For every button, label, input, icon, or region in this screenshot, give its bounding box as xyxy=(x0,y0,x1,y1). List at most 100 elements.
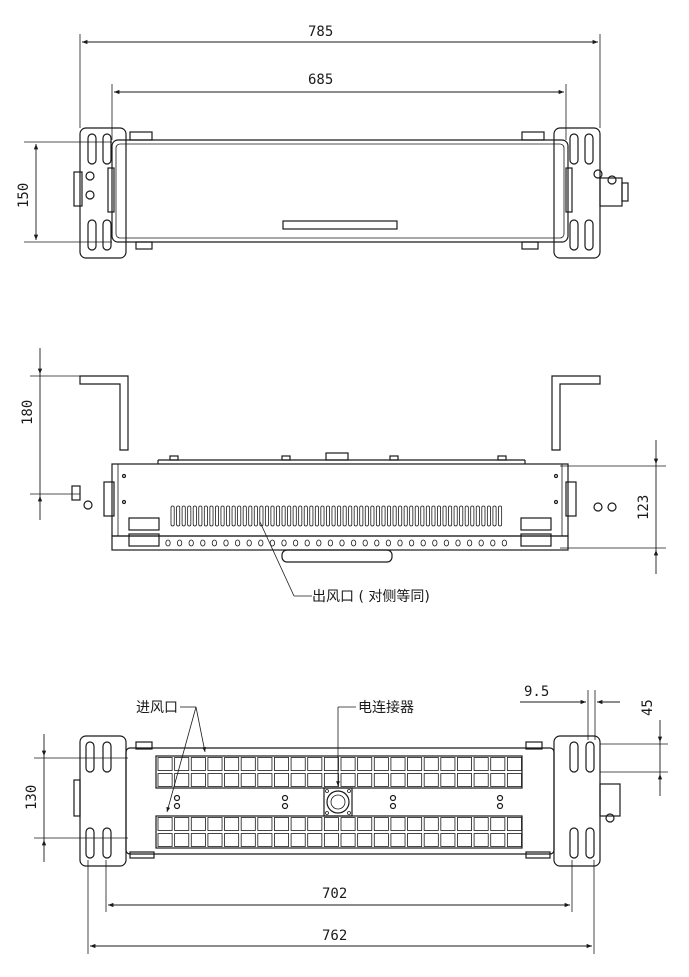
grill-cell xyxy=(373,757,389,771)
vent-slot xyxy=(375,505,380,527)
mount-hole xyxy=(246,539,252,547)
mount-hole xyxy=(490,539,496,547)
mount-hole xyxy=(466,539,473,547)
vent-slot xyxy=(348,505,353,527)
grill-cell xyxy=(407,817,423,831)
grill-cell xyxy=(174,833,190,847)
vent-slot xyxy=(192,505,197,527)
grill-cell xyxy=(457,773,472,787)
vent-slot xyxy=(448,505,453,527)
grill-cell xyxy=(257,833,273,847)
vent-slot xyxy=(187,505,192,527)
vent-slot xyxy=(486,505,491,527)
grill-cell xyxy=(207,833,223,847)
grill-cell xyxy=(207,817,223,831)
grill-cell xyxy=(190,773,206,787)
grill-cell xyxy=(174,773,190,787)
vent-slot xyxy=(231,505,236,527)
grill-cell xyxy=(240,773,256,787)
vent-slot xyxy=(364,505,369,527)
grill-cell xyxy=(290,757,306,771)
mount-hole xyxy=(362,539,368,547)
mount-hole xyxy=(281,539,287,547)
vent-slot xyxy=(203,505,208,527)
grill-cell xyxy=(190,833,206,847)
grill-cell xyxy=(407,833,423,847)
grill-cell xyxy=(490,817,506,831)
grill-cell xyxy=(407,773,423,787)
mount-hole xyxy=(292,539,299,547)
dim-bottom-tab: 45 xyxy=(640,699,656,716)
vent-slot xyxy=(370,505,375,527)
grill-cell xyxy=(390,757,406,771)
mount-hole xyxy=(397,539,403,547)
grill-cell xyxy=(490,757,506,771)
dim-front-right-height: 123 xyxy=(636,495,652,520)
vent-slot xyxy=(253,505,258,527)
vent-slot xyxy=(398,505,403,527)
vent-slot xyxy=(392,505,397,527)
mount-hole xyxy=(443,539,449,547)
dim-top-inner-width: 685 xyxy=(308,72,333,88)
vent-slot xyxy=(320,505,325,527)
dim-bottom-offset: 9.5 xyxy=(524,684,549,700)
vent-slot xyxy=(342,505,347,527)
mount-hole xyxy=(258,539,264,547)
vent-slot xyxy=(298,505,303,527)
grill-cell xyxy=(373,773,389,787)
vent-slot xyxy=(492,505,497,527)
vent-slot xyxy=(475,505,480,527)
vent-slot xyxy=(470,505,475,527)
dim-top-height: 150 xyxy=(16,183,32,208)
vent-slot xyxy=(442,505,447,527)
outlet-label: 出风口 ( 对侧等同) xyxy=(312,588,430,605)
vent-slot xyxy=(325,505,330,527)
vent-slot xyxy=(459,505,464,527)
grill-cell xyxy=(473,833,489,847)
grill-cell xyxy=(440,817,456,831)
grill-cell xyxy=(224,817,240,831)
grill-cell xyxy=(423,817,439,831)
grill-cell xyxy=(357,773,373,787)
vent-slot xyxy=(214,505,219,527)
grill-cell xyxy=(157,757,173,771)
inlet-grill-lower xyxy=(157,817,522,847)
mount-hole xyxy=(327,539,333,547)
grill-cell xyxy=(274,773,289,787)
mount-hole xyxy=(350,539,357,547)
mount-hole xyxy=(235,539,241,547)
grill-cell xyxy=(357,817,373,831)
grill-cell xyxy=(224,833,240,847)
vent-slot xyxy=(337,505,342,527)
vent-slot xyxy=(481,505,486,527)
grill-cell xyxy=(373,833,389,847)
grill-cell xyxy=(357,833,373,847)
vent-slot xyxy=(353,505,358,527)
grill-cell xyxy=(190,817,206,831)
grill-cell xyxy=(407,757,423,771)
grill-cell xyxy=(323,773,339,787)
vent-slot xyxy=(248,505,253,527)
grill-cell xyxy=(440,757,456,771)
grill-cell xyxy=(274,757,289,771)
grill-cell xyxy=(323,817,339,831)
vent-slot xyxy=(464,505,469,527)
mount-hole xyxy=(211,539,217,547)
grill-cell xyxy=(157,817,173,831)
grill-cell xyxy=(423,833,439,847)
grill-cell xyxy=(357,757,373,771)
dim-bottom-height: 130 xyxy=(24,785,40,810)
front-view: 180 123 xyxy=(20,348,666,605)
grill-cell xyxy=(506,833,522,847)
vent-slot xyxy=(292,505,297,527)
vent-slot xyxy=(170,505,175,527)
mount-hole xyxy=(269,539,275,547)
mount-hole xyxy=(420,539,426,547)
mount-hole xyxy=(374,539,380,547)
grill-cell xyxy=(506,757,522,771)
grill-cell xyxy=(340,757,356,771)
vent-slot xyxy=(414,505,419,527)
grill-cell xyxy=(307,757,323,771)
grill-cell xyxy=(240,757,256,771)
